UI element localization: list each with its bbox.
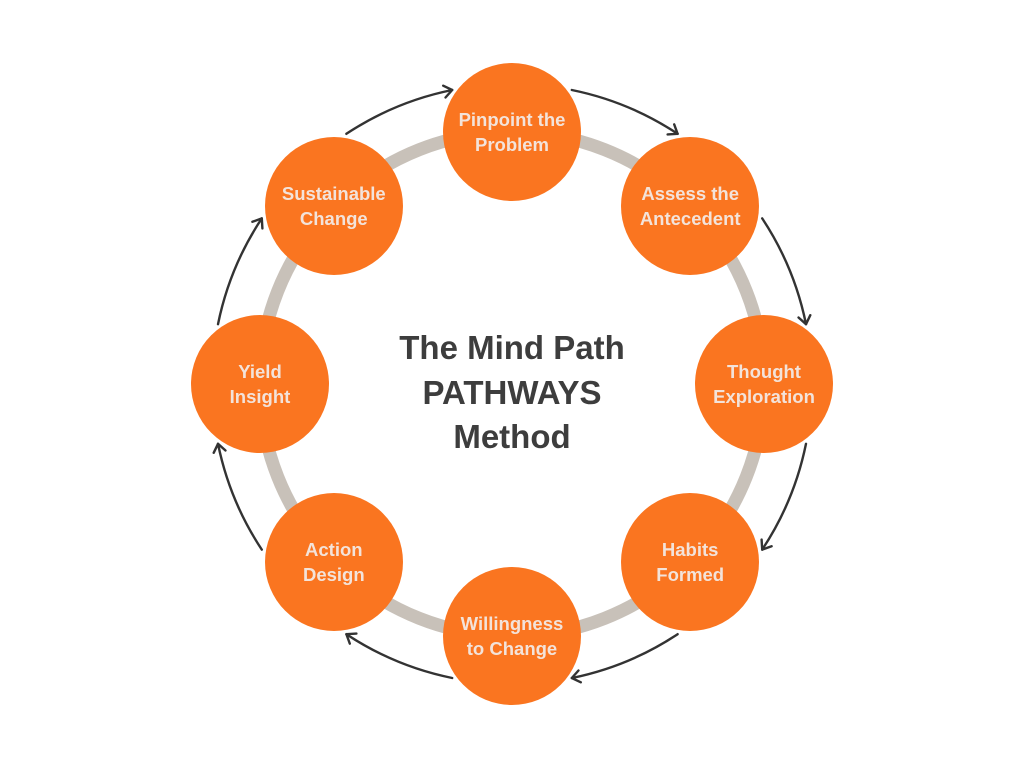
flow-arrow-icon: [216, 217, 264, 326]
node-label-line: Sustainable: [281, 182, 386, 204]
node-label-line: Change: [299, 207, 368, 229]
flow-arrow-icon: [570, 88, 679, 136]
diagram-title: The Mind Path PATHWAYS Method: [362, 326, 662, 460]
flow-arrow-icon: [345, 632, 454, 680]
title-line: PATHWAYS: [422, 373, 602, 411]
node-label-line: Action: [305, 539, 363, 561]
title-line: The Mind Path: [399, 329, 625, 366]
node-label-line: Insight: [229, 386, 291, 407]
node-willingness-to-change[interactable]: Willingness to Change: [443, 567, 581, 705]
node-label-line: Thought: [727, 361, 801, 382]
node-label-line: Problem: [474, 134, 550, 155]
flow-arrow-icon: [760, 442, 808, 551]
node-label-line: Assess the: [641, 182, 740, 204]
title-line: Method: [453, 418, 571, 455]
flow-arrow-icon: [570, 633, 679, 684]
flow-arrow-icon: [212, 442, 263, 551]
node-label-line: Habits: [661, 539, 719, 561]
node-label-line: Exploration: [713, 386, 815, 407]
node-label-line: Design: [302, 564, 365, 586]
flow-arrow-icon: [761, 217, 812, 326]
flow-arrow-icon: [345, 84, 454, 135]
node-label-line: Willingness: [460, 613, 564, 634]
node-label-line: Antecedent: [639, 207, 741, 229]
node-label-line: Pinpoint the: [458, 109, 566, 130]
node-label-line: to Change: [466, 638, 558, 659]
node-label-line: Yield: [238, 361, 282, 382]
node-label-line: Formed: [656, 564, 725, 586]
